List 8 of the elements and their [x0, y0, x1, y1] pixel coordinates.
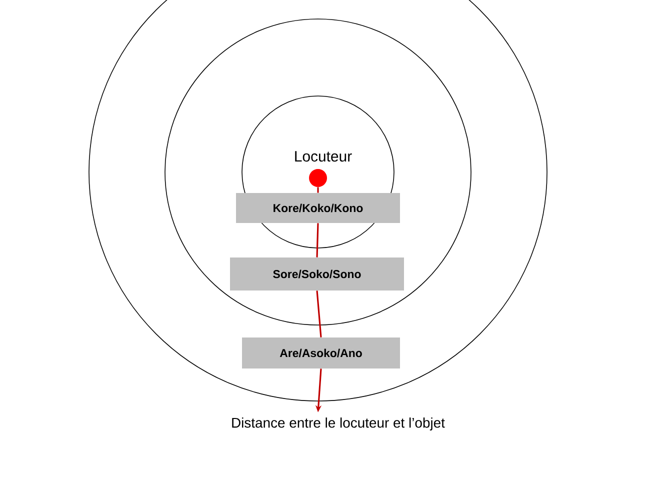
speaker-dot — [309, 169, 327, 187]
label-box: Kore/Koko/Kono — [236, 193, 400, 223]
label-box: Are/Asoko/Ano — [242, 338, 400, 368]
axis-caption: Distance entre le locuteur et l’objet — [232, 418, 445, 430]
connector-line — [317, 187, 319, 193]
label-box: Sore/Soko/Sono — [230, 258, 404, 290]
connector-line — [316, 290, 322, 338]
speaker-label: Locuteur — [295, 151, 352, 162]
